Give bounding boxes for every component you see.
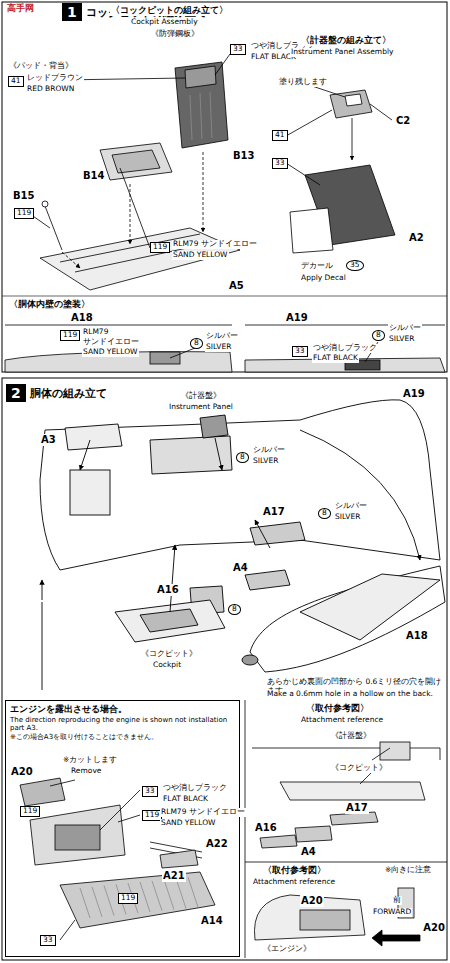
section-heading: 〈胴体内壁の塗装〉 [8,300,91,310]
note-text: Instrument Panel Assembly [290,48,394,57]
part-number: A5 [228,280,245,292]
note-text: SILVER [205,343,232,352]
note-text: Attachment reference [252,878,336,887]
part-number: B13 [232,150,256,162]
part-number: A22 [205,838,229,850]
paint-code-circle: 35 [346,260,364,271]
part-number: A20 [300,895,324,907]
part-number: A4 [232,562,249,574]
part-number: A16 [254,822,278,834]
note-text: 前 [392,896,402,905]
note-text: Make a 0.6mm hole in a hollow on the bac… [266,690,444,699]
note-text: シルバー [205,332,239,341]
step-note: 胴体の組み立て [30,386,107,401]
paint-code: 33 [292,346,308,357]
paint-code: 119 [150,242,170,253]
note-text: 《コクピット》 [140,650,198,659]
note-text: 《防弾鋼板》 [150,30,200,39]
step-header: 2 胴体の組み立て [6,384,107,402]
paint-code-circle: 8 [372,330,385,341]
note-text: Cockpit Assembly [130,18,199,27]
part-number: A4 [300,846,317,858]
note-text: RED BROWN [26,85,75,94]
part-number: A19 [285,312,309,324]
note-text: ※カットします [62,756,118,765]
paint-code: 41 [272,130,288,141]
part-number: A18 [405,630,429,642]
paint-code: 33 [272,158,288,169]
section-heading: 〈計器盤の組み立て〉 [300,36,392,46]
note-text: 《計器盤》 [330,732,372,741]
paint-code: 33 [142,786,158,797]
note-text: SAND YELLOW [172,251,229,260]
paint-code: 119 [60,330,80,341]
paint-code-circle: 8 [236,452,249,463]
note-text: Cockpit [152,661,182,670]
note-text: RLM79 サンドイエロー [160,808,246,817]
note-text: シルバー [388,324,422,333]
note-text: RLM79 [82,328,109,337]
step-note: ※この場合A3を取り付けることはできません。 [10,733,235,741]
part-number: A19 [402,388,426,400]
paint-code: 119 [20,806,40,817]
part-number: A20 [10,766,34,778]
note-text: レッドブラウン [26,74,84,83]
note-text: SILVER [252,457,279,466]
note-text: つや消しブラック [162,784,228,793]
section-heading: 〈コックピットの組み立て〉 [110,6,229,16]
section-heading: 〈取付参考図〉 [262,866,327,876]
note-text: ※向きに注意 [384,866,432,875]
paint-code: 119 [14,208,34,219]
note-text: Attachment reference [300,716,384,725]
step-title: 1 [62,3,82,21]
part-number: A3 [40,434,57,446]
note-text: Instrument Panel [168,403,234,412]
note-text: 《パッド・背当》 [8,62,74,71]
note-text: FLAT BLACK [162,795,209,804]
part-number: A17 [345,802,369,814]
note-text: 《計器盤》 [180,392,222,401]
note-text: 塗り残します [278,78,328,87]
part-number: A21 [162,870,186,882]
part-number: B15 [12,190,36,202]
note-text: RLM79 サンドイエロー [172,240,258,249]
paint-code: 33 [40,935,56,946]
note-text: 《エンジン》 [262,945,312,954]
note-text: FLAT BLACK [312,354,359,363]
section-heading: 〈取付参考図〉 [305,704,370,714]
paint-code: 119 [118,893,138,904]
step-title: 2 [6,384,26,402]
watermark: 高手网 [6,3,35,13]
note-text: Apply Decal [300,274,347,283]
note-text: シルバー [334,502,368,511]
part-number: A2 [408,232,425,244]
part-number: B14 [82,170,106,182]
part-number: C2 [395,115,411,127]
paint-code: 33 [230,44,246,55]
note-text: SILVER [334,513,361,522]
paint-code-circle: 8 [318,508,331,519]
paint-code-circle: 8 [190,338,203,349]
note-text: つや消しブラック [312,344,378,353]
note-text: サンドイエロー [82,338,140,347]
step-note: The direction reproducing the engine is … [10,716,235,733]
paint-code-circle: 8 [228,604,241,615]
note-text: Remove [70,767,102,776]
part-number: A20 [422,922,446,934]
part-number: A14 [200,915,224,927]
note-text: シルバー [252,446,286,455]
note-text: SAND YELLOW [160,819,217,828]
step-title: エンジンを露出させる場合。 [10,704,235,716]
note-text: SILVER [388,335,415,344]
part-number: A17 [262,506,286,518]
paint-code: 41 [8,76,24,87]
part-number: A18 [70,312,94,324]
note-text: デカール [300,262,334,271]
part-number: A16 [156,584,180,596]
note-text: FORWARD [372,908,412,917]
note-text: 《コクピット》 [330,764,388,773]
note-text: SAND YELLOW [82,348,139,357]
